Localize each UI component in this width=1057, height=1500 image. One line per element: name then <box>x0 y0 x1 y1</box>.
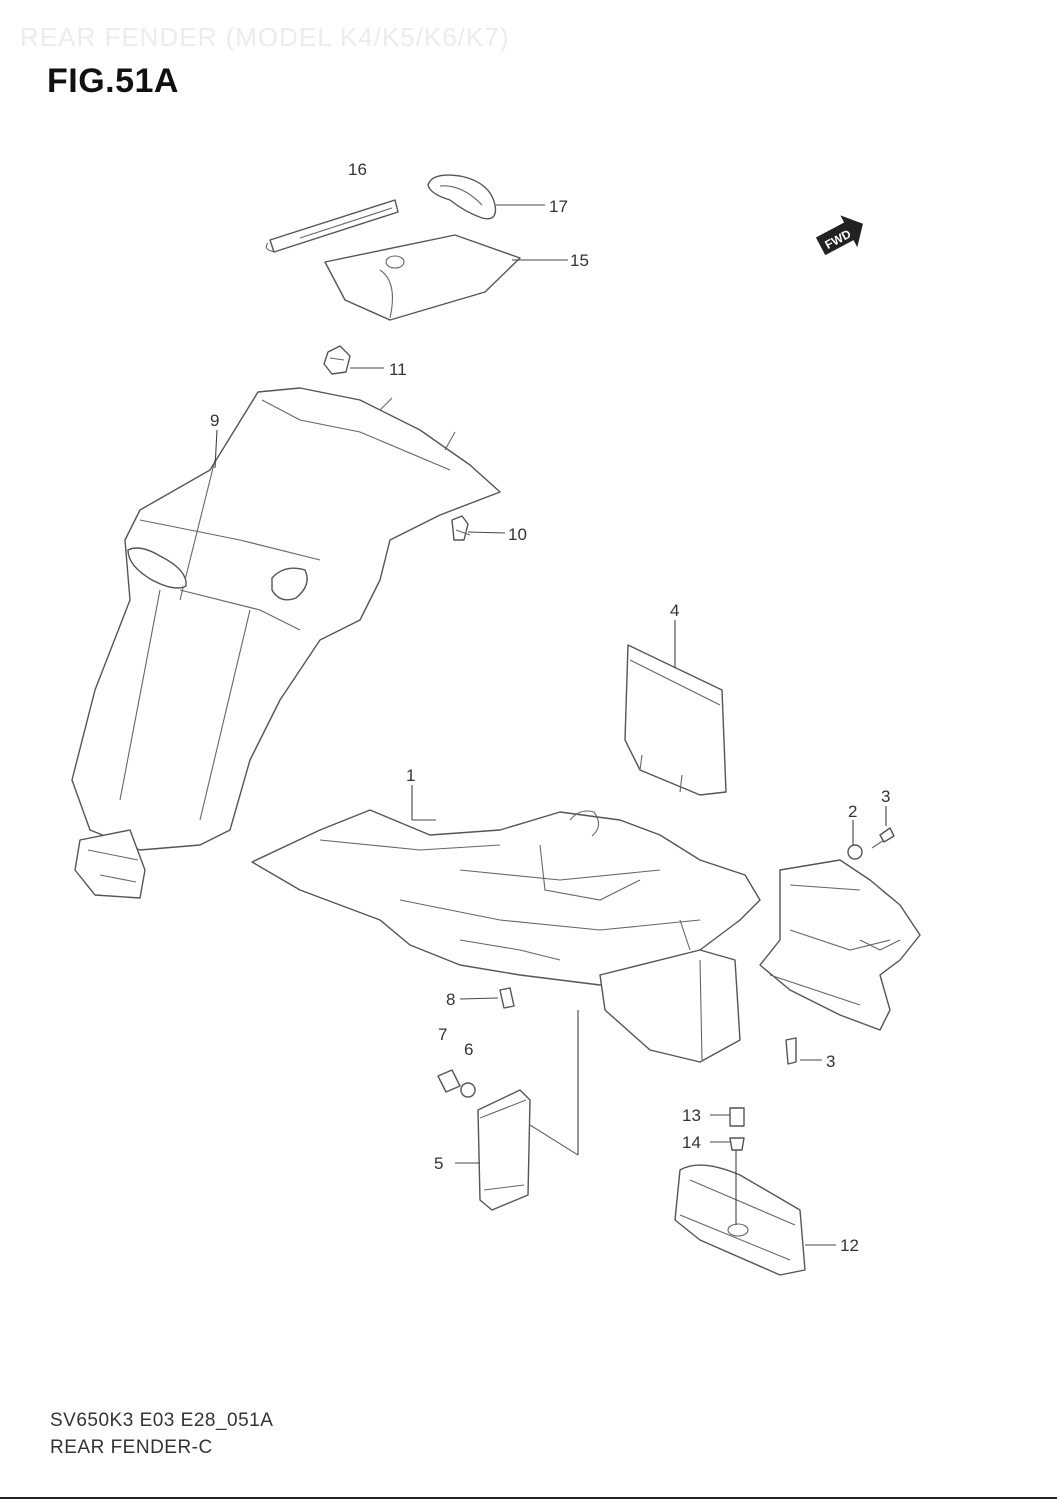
callout-2: 2 <box>848 802 857 821</box>
callout-labels: 16 17 15 11 9 10 4 1 2 3 3 8 7 6 5 13 14… <box>210 160 890 1255</box>
callout-6: 6 <box>464 1040 473 1059</box>
callout-16: 16 <box>348 160 367 179</box>
part-10-bolt <box>451 515 471 541</box>
callout-3-upper: 3 <box>881 787 890 806</box>
part-2-cushion <box>847 844 863 860</box>
callout-12: 12 <box>840 1236 859 1255</box>
part-15-cover <box>324 234 521 321</box>
license-bracket-assembly <box>759 859 921 1031</box>
part-1-rear-frame <box>251 809 761 1063</box>
callout-15: 15 <box>570 251 589 270</box>
callout-17: 17 <box>549 197 568 216</box>
callout-8: 8 <box>446 990 455 1009</box>
part-6-washer <box>460 1082 476 1098</box>
part-3-screw-lower <box>785 1037 797 1065</box>
callout-4: 4 <box>670 601 679 620</box>
part-8-bolt <box>499 987 515 1009</box>
figure-number: FIG.51A <box>47 62 179 100</box>
fwd-arrow-icon: FWD <box>815 215 863 256</box>
callout-3-lower: 3 <box>826 1052 835 1071</box>
faded-model-title: REAR FENDER (MODEL K4/K5/K6/K7) <box>20 22 510 52</box>
part-3-screw-upper <box>871 827 895 849</box>
part-5-bracket <box>477 1089 579 1211</box>
callout-9: 9 <box>210 411 219 430</box>
callout-10: 10 <box>508 525 527 544</box>
part-12-plate <box>674 1164 806 1276</box>
part-7-bolt <box>437 1069 461 1093</box>
bottom-border <box>0 1497 1057 1499</box>
part-17-ring <box>427 174 497 220</box>
part-16-strap <box>265 199 399 253</box>
callout-11: 11 <box>389 360 407 379</box>
callout-5: 5 <box>434 1154 443 1173</box>
callout-7: 7 <box>438 1025 447 1044</box>
part-9-rear-fender <box>71 387 501 899</box>
part-11-clip <box>323 345 351 375</box>
callout-1: 1 <box>406 766 415 785</box>
part-14-grommet <box>729 1137 745 1151</box>
callout-14: 14 <box>682 1133 701 1152</box>
diagram-name: REAR FENDER-C <box>50 1437 213 1458</box>
leader-lines <box>214 204 887 1246</box>
part-4-plate <box>624 644 727 796</box>
callout-13: 13 <box>682 1106 701 1125</box>
part-13-screw <box>729 1107 745 1127</box>
diagram-code: SV650K3 E03 E28_051A <box>50 1410 274 1431</box>
